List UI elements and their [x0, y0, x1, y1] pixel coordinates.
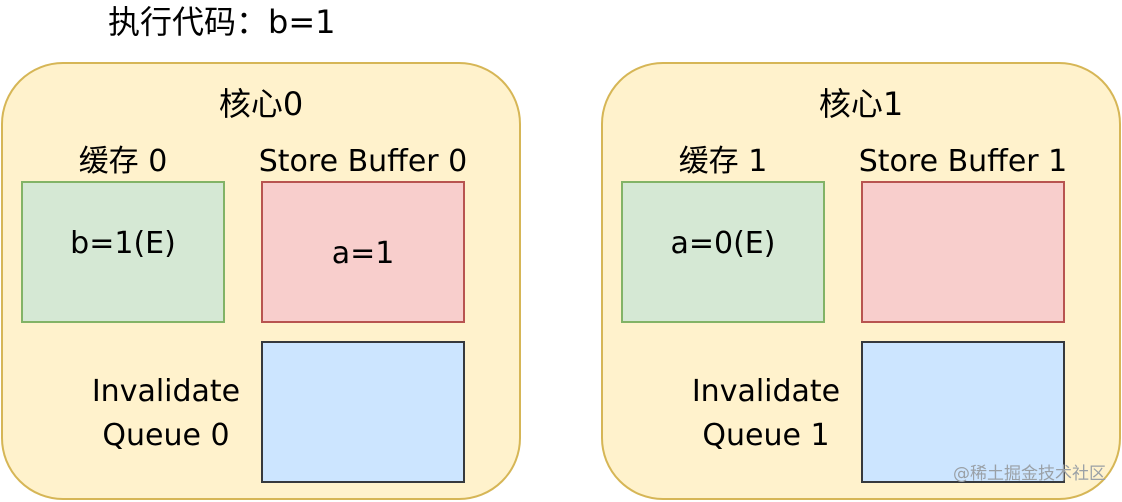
core-1-title: 核心1	[818, 85, 904, 123]
core-0-cache-label: 缓存 0	[78, 144, 168, 179]
core-0-cache-value: b=1(E)	[70, 226, 176, 261]
core-0-store-buffer-box: a=1	[261, 181, 465, 323]
core-0-invalidate-queue-label-line1: Invalidate	[91, 374, 241, 409]
core-0-invalidate-queue-box	[261, 341, 465, 483]
core-0-invalidate-queue-label-line2: Queue 0	[102, 418, 230, 453]
core-0-store-buffer-value: a=1	[331, 236, 395, 271]
core-1-cache-label: 缓存 1	[678, 144, 768, 179]
watermark: @稀土掘金技术社区	[953, 464, 1106, 484]
core-1-store-buffer-label: Store Buffer 1	[858, 144, 1068, 179]
diagram-title: 执行代码：b=1	[108, 3, 336, 41]
core-1-invalidate-queue-label: Invalidate Queue 1	[681, 370, 851, 458]
core-0-cache-box: b=1(E)	[21, 181, 225, 323]
core-1-panel: 核心1 缓存 1 a=0(E) Store Buffer 1 Invalidat…	[601, 62, 1121, 500]
core-1-invalidate-queue-label-line1: Invalidate	[691, 374, 841, 409]
core-0-title: 核心0	[218, 85, 304, 123]
core-1-store-buffer-box	[861, 181, 1065, 323]
core-1-cache-box: a=0(E)	[621, 181, 825, 323]
core-0-invalidate-queue-label: Invalidate Queue 0	[81, 370, 251, 458]
core-0-panel: 核心0 缓存 0 b=1(E) Store Buffer 0 a=1 Inval…	[1, 62, 521, 500]
core-1-invalidate-queue-box	[861, 341, 1065, 483]
core-1-cache-value: a=0(E)	[670, 226, 776, 261]
core-1-invalidate-queue-label-line2: Queue 1	[702, 418, 830, 453]
core-0-store-buffer-label: Store Buffer 0	[258, 144, 468, 179]
